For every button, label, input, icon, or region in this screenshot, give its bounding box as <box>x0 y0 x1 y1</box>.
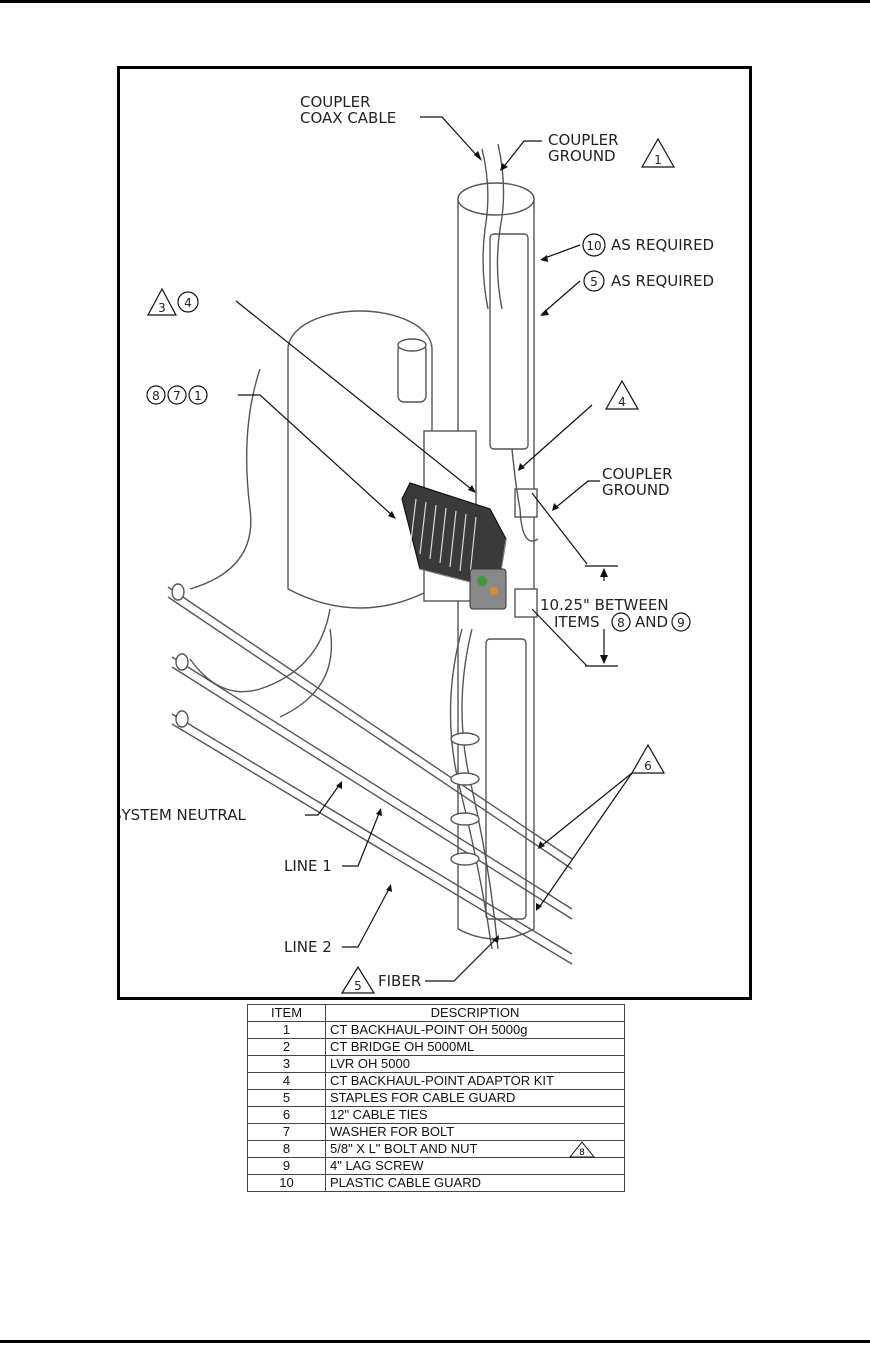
svg-text:10: 10 <box>586 239 601 253</box>
note-triangle-4: 4 <box>604 379 640 410</box>
note-triangle-3: 3 <box>146 287 178 316</box>
svg-text:5: 5 <box>590 275 598 289</box>
note-triangle-1: 1 <box>640 137 676 168</box>
note-triangle-6: 6 <box>630 743 666 774</box>
svg-text:5: 5 <box>354 979 362 993</box>
page-bottom-rule <box>0 1340 870 1343</box>
leader-lines <box>235 116 633 982</box>
note-circle-5: 5 <box>583 270 605 292</box>
dimension-arrows <box>600 568 608 664</box>
item-number: 9 <box>247 1157 326 1175</box>
note-circle-10: 10 <box>582 233 606 257</box>
installation-drawing: COUPLER COAX CABLE COUPLER GROUND 1 10 A… <box>117 66 752 1000</box>
svg-text:4: 4 <box>184 296 192 310</box>
spacing-label-and: AND <box>635 613 668 631</box>
svg-text:3: 3 <box>158 301 166 315</box>
svg-text:1: 1 <box>194 389 202 403</box>
coupler-coax-label-line2: COAX CABLE <box>300 109 396 127</box>
note-triangle-5: 5 <box>340 965 376 994</box>
item-description: STAPLES FOR CABLE GUARD <box>325 1089 625 1107</box>
guard-required-label: AS REQUIRED <box>611 236 714 254</box>
svg-text:1: 1 <box>654 153 662 167</box>
item-number: 3 <box>247 1055 326 1073</box>
item-number: 7 <box>247 1123 326 1141</box>
svg-text:8: 8 <box>152 389 160 403</box>
insulators <box>450 732 480 866</box>
item-number: 6 <box>247 1106 326 1124</box>
header-item: ITEM <box>247 1004 326 1022</box>
coupler-coax-label-line1: COUPLER <box>300 93 371 111</box>
item-description: CT BACKHAUL-POINT ADAPTOR KIT <box>325 1072 625 1090</box>
backhaul-device <box>401 482 507 610</box>
row-note-triangle-8: 8 <box>568 1141 596 1158</box>
item-number: 8 <box>247 1140 326 1158</box>
svg-text:8: 8 <box>579 1148 585 1158</box>
coupler-ground-mid-label-line2: GROUND <box>602 481 670 499</box>
system-neutral-label: SYSTEM NEUTRAL <box>120 806 246 824</box>
parts-table-header: ITEM DESCRIPTION <box>247 1004 625 1022</box>
item-description: 12" CABLE TIES <box>325 1106 625 1124</box>
bolt-note-circles: 8 7 1 <box>146 385 208 405</box>
line-2-label: LINE 2 <box>284 938 332 956</box>
bolt-plate-lower <box>514 588 538 618</box>
table-row: 8 5/8" X L" BOLT AND NUT 8 <box>247 1140 625 1158</box>
coupler-ground-mid-label-line1: COUPLER <box>602 465 673 483</box>
item-description: 5/8" X L" BOLT AND NUT 8 <box>325 1140 625 1158</box>
svg-text:6: 6 <box>644 759 652 773</box>
leader-arrowheads <box>336 151 559 943</box>
item-description: CT BRIDGE OH 5000ML <box>325 1038 625 1056</box>
fiber-label: FIBER <box>378 972 421 990</box>
spacing-label-prefix: ITEMS <box>554 613 600 631</box>
installation-drawing-svg: COUPLER COAX CABLE COUPLER GROUND 1 10 A… <box>120 93 714 994</box>
line-art <box>167 143 573 965</box>
spacing-item-a: 8 <box>611 612 631 632</box>
svg-text:7: 7 <box>173 389 181 403</box>
item-description: CT BACKHAUL-POINT OH 5000g <box>325 1021 625 1039</box>
item-description: 4" LAG SCREW <box>325 1157 625 1175</box>
upper-cable-guard <box>489 233 529 450</box>
svg-text:4: 4 <box>618 395 626 409</box>
transformer-can <box>287 310 433 609</box>
spacing-item-b: 9 <box>671 612 691 632</box>
staples-required-label: AS REQUIRED <box>611 272 714 290</box>
power-lines <box>167 583 573 965</box>
lower-cable-guard <box>485 638 527 920</box>
line-1-label: LINE 1 <box>284 857 332 875</box>
svg-text:9: 9 <box>677 616 685 630</box>
coupler-ground-top-label-line2: GROUND <box>548 147 616 165</box>
dimension-lines <box>531 492 618 667</box>
item-number: 1 <box>247 1021 326 1039</box>
item-description: PLASTIC CABLE GUARD <box>325 1174 625 1192</box>
note-circle-4: 4 <box>177 291 199 313</box>
page-top-rule <box>0 0 870 3</box>
item-description-text: 5/8" X L" BOLT AND NUT <box>330 1141 478 1156</box>
item-description: WASHER FOR BOLT <box>325 1123 625 1141</box>
item-number: 4 <box>247 1072 326 1090</box>
item-number: 10 <box>247 1174 326 1192</box>
svg-text:8: 8 <box>617 616 625 630</box>
item-number: 2 <box>247 1038 326 1056</box>
spacing-label-line1: 10.25" BETWEEN <box>540 596 669 614</box>
coupler-ground-top-label-line1: COUPLER <box>548 131 619 149</box>
header-description: DESCRIPTION <box>325 1004 625 1022</box>
item-number: 5 <box>247 1089 326 1107</box>
item-description: LVR OH 5000 <box>325 1055 625 1073</box>
